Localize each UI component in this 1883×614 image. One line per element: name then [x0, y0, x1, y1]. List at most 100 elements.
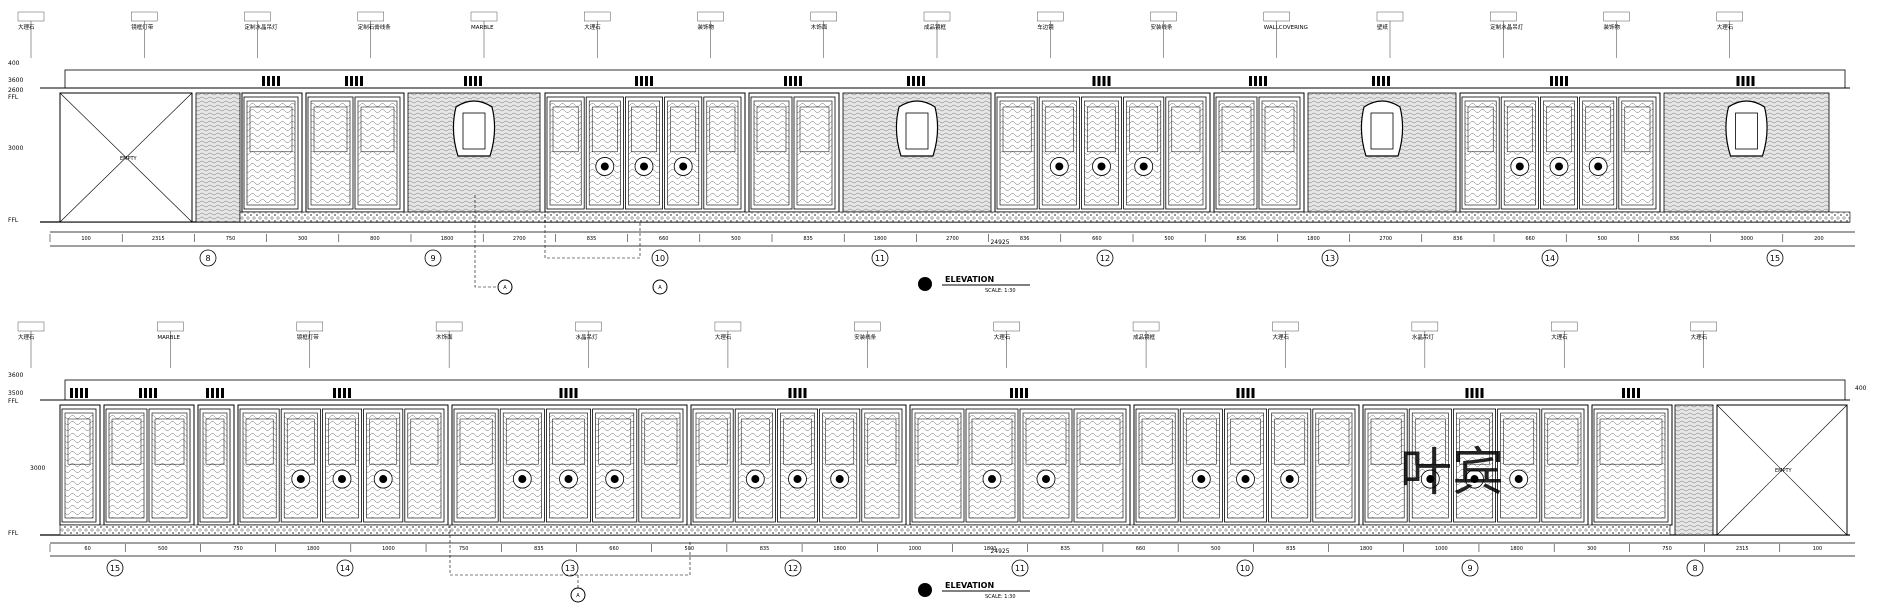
top-level-label: FFL: [8, 217, 19, 224]
chandelier-icon: [211, 388, 214, 398]
chandelier-icon: [1627, 388, 1630, 398]
bottom-grid-number: 12: [788, 564, 798, 573]
bottom-dimension-label: 1000: [382, 546, 395, 552]
top-section-marker: A A: [474, 195, 668, 295]
chandelier-icon: [1372, 76, 1375, 86]
chandelier-icon: [640, 76, 643, 86]
bottom-dimension-label: 835: [1286, 546, 1296, 552]
top-grid-number: 11: [875, 254, 885, 263]
chandelier-icon: [479, 76, 482, 86]
top-dimension-label: 836: [1453, 236, 1463, 242]
top-dimension-label: 500: [731, 236, 741, 242]
top-dimension-label: 300: [298, 236, 308, 242]
chandelier-icon: [1736, 76, 1740, 86]
top-grid-bubble: [651, 249, 669, 267]
chandelier-icon: [1254, 76, 1257, 86]
top-callout-label: 定制石膏线条: [358, 23, 392, 31]
top-grid-number: 9: [430, 254, 435, 263]
top-callout-label: 镜框灯带: [131, 23, 154, 31]
chandelier-icon: [1632, 388, 1635, 398]
top-door-modules: [241, 76, 1830, 213]
top-dimension-label: 750: [226, 236, 236, 242]
bottom-dimension-label: 300: [1587, 546, 1597, 552]
bottom-callout-label: 大理石: [715, 333, 732, 341]
top-grid-bubble: [1541, 249, 1559, 267]
top-dimension-label: 2315: [152, 236, 165, 242]
top-grid-bubble: [199, 249, 217, 267]
chandelier-icon: [1102, 76, 1106, 86]
chandelier-icon: [907, 76, 910, 86]
top-callout-label: 定制水晶吊灯: [1490, 23, 1524, 31]
chandelier-icon: [1015, 388, 1018, 398]
top-dimension-label: 800: [370, 236, 380, 242]
top-level-marks: 400 3600 2600 FFL 3000 FFL: [8, 60, 23, 224]
chandelier-icon: [1025, 388, 1028, 398]
chandelier-icon: [1387, 76, 1390, 86]
chandelier-icon: [70, 388, 73, 398]
chandelier-icon: [645, 76, 648, 86]
top-grid-bubble: [1766, 249, 1784, 267]
bottom-callout-label: 水晶吊灯: [1412, 333, 1435, 341]
chandelier-icon: [75, 388, 78, 398]
top-dimension-label: 100: [81, 236, 91, 242]
bottom-grid-number: 13: [565, 564, 575, 573]
top-dimension-label: 1800: [1307, 236, 1320, 242]
top-level-label: 3000: [8, 145, 23, 152]
top-callout-label: 定制水晶吊灯: [245, 23, 279, 31]
bottom-dimension-label: 500: [158, 546, 168, 552]
top-dimension-label: 3000: [1740, 236, 1753, 242]
top-dimension-label: 660: [659, 236, 669, 242]
chandelier-icon: [144, 388, 147, 398]
chandelier-icon: [1377, 76, 1380, 86]
top-title-block: ELEVATION SCALE: 1:30: [918, 275, 1030, 294]
chandelier-icon: [348, 388, 351, 398]
bottom-grid-bubble: [1011, 559, 1029, 577]
bottom-grid-number: 8: [1692, 564, 1697, 573]
chandelier-icon: [154, 388, 157, 398]
chandelier-icon: [803, 388, 807, 398]
top-grid-number: 15: [1770, 254, 1780, 263]
bottom-level-label: FFL: [8, 398, 19, 405]
chandelier-icon: [1746, 76, 1750, 86]
chandelier-icon: [345, 76, 348, 86]
bottom-callout-label: 水晶吊灯: [576, 333, 599, 341]
bottom-callout-label: MARBLE: [157, 335, 180, 341]
chandelier-icon: [469, 76, 472, 86]
top-grid-number: 12: [1100, 254, 1110, 263]
top-dimension-label: 2700: [946, 236, 959, 242]
top-grid-bubble: [424, 249, 442, 267]
bottom-level-label: 3000: [30, 465, 45, 472]
chandelier-icon: [789, 76, 792, 86]
bottom-grid-bubble: [1686, 559, 1704, 577]
top-dimension-label: 835: [587, 236, 597, 242]
top-grid-number: 8: [205, 254, 210, 263]
top-dimension-label: 836: [1670, 236, 1680, 242]
top-dimension-label: 500: [1164, 236, 1174, 242]
chandelier-icon: [1097, 76, 1101, 86]
bottom-title-block: ELEVATION SCALE: 1:30: [918, 581, 1030, 600]
bottom-dimension-label: 500: [1211, 546, 1221, 552]
chandelier-icon: [1010, 388, 1013, 398]
top-dimension-label: 200: [1814, 236, 1824, 242]
chandelier-icon: [350, 76, 353, 86]
bottom-callout-label: 大理石: [1691, 333, 1708, 341]
top-dimension-label: 500: [1598, 236, 1608, 242]
top-callout-label: 木饰面: [811, 23, 828, 31]
chandelier-icon: [1465, 388, 1469, 398]
chandelier-icon: [912, 76, 915, 86]
chandelier-icon: [1107, 76, 1111, 86]
chandelier-icon: [574, 388, 578, 398]
chandelier-icon: [1246, 388, 1250, 398]
chandelier-icon: [569, 388, 573, 398]
chandelier-icon: [784, 76, 787, 86]
top-elevator-door: EMPTY: [59, 92, 193, 223]
top-grid-bubble: [871, 249, 889, 267]
chandelier-icon: [474, 76, 477, 86]
top-dimension-label: 660: [1525, 236, 1535, 242]
bottom-dimension-label: 2315: [1736, 546, 1749, 552]
